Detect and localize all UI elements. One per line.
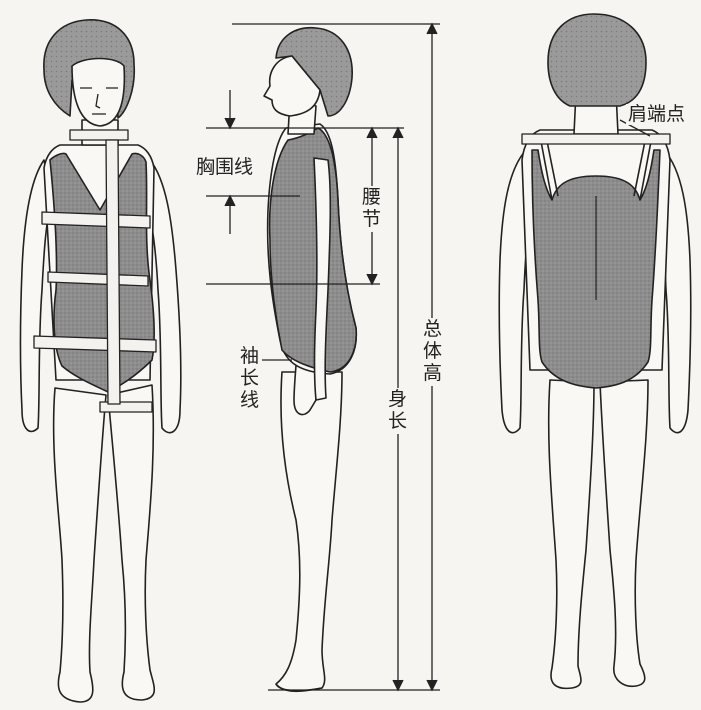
label-body-length: 身长 [386,388,409,434]
total-height-arrow-bottom [427,680,437,690]
label-waist-section: 腰节 [360,186,383,232]
back-right-leg [600,380,648,686]
front-figure [21,20,181,702]
front-right-leg [108,385,154,700]
front-center-band [106,140,120,404]
waist-arrow-bottom [367,274,377,284]
waist-arrow-top [367,128,377,138]
label-sleeve-line: 袖长线 [238,345,261,413]
label-shoulder-point: 肩端点 [626,104,687,125]
front-neck-band [70,130,128,140]
front-left-leg [54,388,106,702]
body-length-arrow-bottom [393,680,403,690]
chest-lower-arrow [225,196,235,206]
front-face [72,59,124,127]
total-height-arrow-top [427,24,437,34]
chest-upper-arrow [225,118,235,128]
side-leg [276,372,342,691]
back-left-leg [549,380,594,688]
back-hair [548,14,646,106]
label-total-height: 总体高 [421,318,444,386]
body-length-arrow-top [393,128,403,138]
side-swimsuit [270,128,357,372]
label-chest-line: 胸围线 [194,157,255,178]
